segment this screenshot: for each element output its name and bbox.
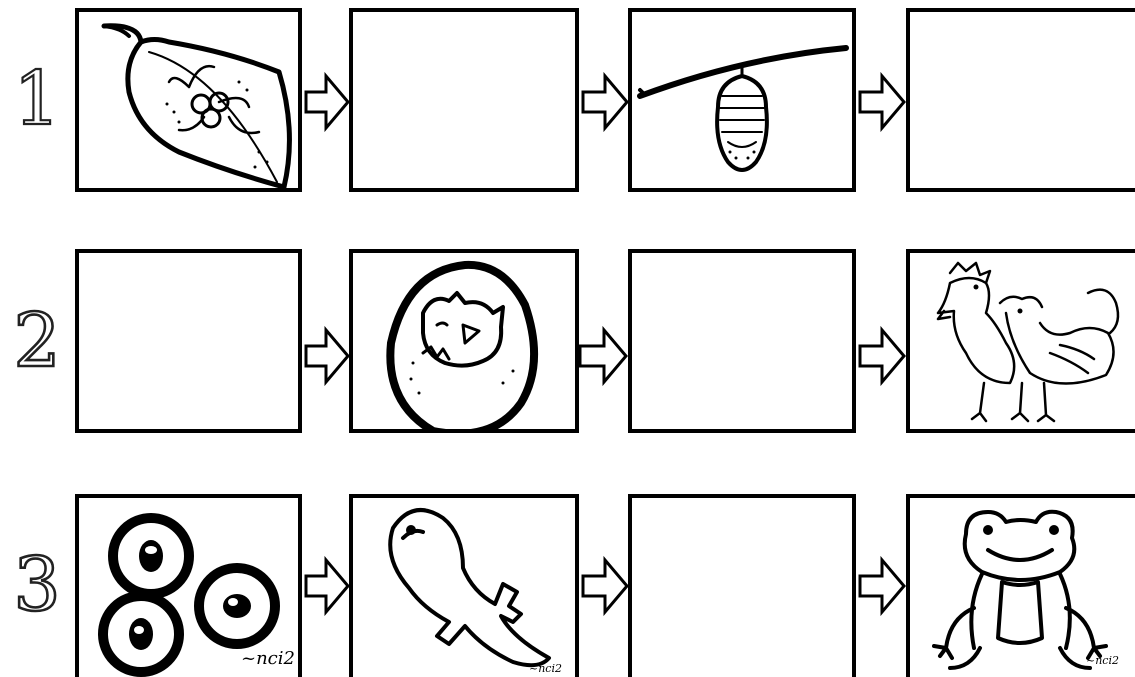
arrow-right-icon [304, 556, 350, 616]
card-3-2: ~nci2 [349, 494, 579, 677]
arrow-right-icon [304, 326, 350, 386]
arrow-right-icon [858, 72, 906, 132]
row-number-2: 2 [12, 298, 62, 384]
frog-eggs-icon [98, 513, 280, 677]
frog-icon [932, 509, 1108, 670]
tadpole-icon [388, 508, 551, 668]
card-3-4: ~nci2 [906, 494, 1135, 677]
card-1-3 [628, 8, 856, 192]
chrysalis-icon [637, 45, 849, 172]
leaf-eggs-icon [101, 23, 292, 188]
signature: ~nci2 [241, 648, 295, 669]
signature: ~nci2 [1086, 654, 1119, 667]
card-2-1 [75, 249, 302, 433]
card-1-1 [75, 8, 302, 192]
arrow-right-icon [858, 326, 906, 386]
arrow-right-icon [578, 326, 628, 386]
chickens-icon [936, 261, 1120, 423]
card-3-1: ~nci2 [75, 494, 302, 677]
arrow-right-icon [304, 72, 350, 132]
card-1-4 [906, 8, 1135, 192]
row-1: 1 [0, 0, 1135, 200]
arrow-right-icon [581, 72, 629, 132]
signature: ~nci2 [529, 662, 562, 675]
row-number-1: 1 [12, 56, 61, 142]
card-2-4 [906, 249, 1135, 433]
card-1-2 [349, 8, 579, 192]
row-2: 2 [12, 249, 1135, 433]
arrow-right-icon [858, 556, 906, 616]
card-2-2 [349, 249, 579, 433]
card-2-3 [628, 249, 856, 433]
card-3-3 [628, 494, 856, 677]
arrow-right-icon [581, 556, 629, 616]
hatching-chick-icon [386, 260, 539, 429]
row-number-3: 3 [12, 542, 62, 628]
